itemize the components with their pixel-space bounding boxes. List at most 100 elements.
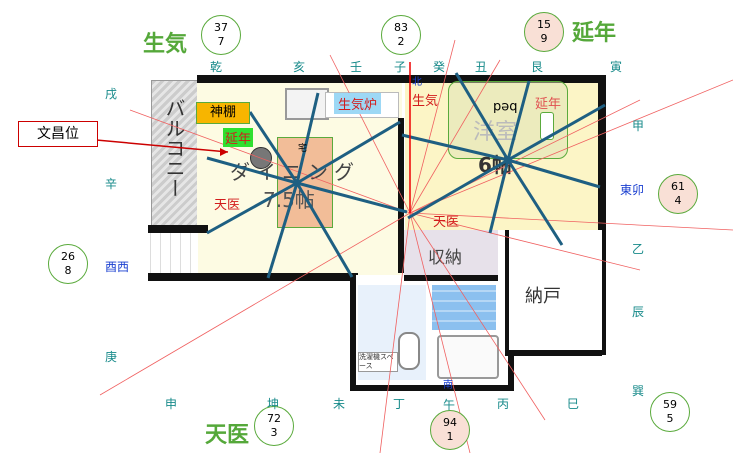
dir-xun: 巽 [632,384,645,398]
dir-kun: 坤 [267,397,280,411]
washer-label: 洗濯機スペース [358,352,398,372]
dir-ren: 壬 [350,60,363,74]
yannian-label: 延年 [572,20,617,46]
circle-top: 37 [214,21,228,34]
dir-yi: 乙 [632,242,645,256]
dir-si: 巳 [567,397,580,411]
dining-star-line [296,120,401,185]
room-star-line [506,80,531,161]
center-mark: 宅 [298,144,308,154]
balcony [151,80,199,230]
room-star-line [507,103,606,162]
sector-line [409,79,733,214]
dining-label: ダイニング [230,160,360,184]
sector-line [329,54,411,214]
shengqi-label: 生気 [143,31,188,57]
room-star-line [401,133,509,162]
sector-line [379,212,411,453]
dir-wu: 午 [443,398,456,412]
sector-line [409,39,456,214]
wall-top [197,75,605,83]
bathtub [437,335,499,379]
storage-room [404,230,498,281]
room-star-line [407,158,509,220]
dir-west: 酉西 [105,260,130,274]
dir-south: 南 [443,380,453,391]
dir-wei: 未 [333,397,346,411]
circle-top: 15 [537,18,551,31]
dining-star-line [295,92,320,184]
circle-top: 94 [443,416,457,429]
circle-top: 72 [267,412,281,425]
dir-shen: 申 [165,397,178,411]
tianyi-left-tag: 天医 [214,198,241,213]
closet-label: 納戸 [525,286,561,307]
sector-line [409,212,641,271]
sector-line [409,212,546,421]
room-star-line [507,158,601,189]
dining-star-line [295,182,354,278]
dir-xu: 戌 [105,87,118,101]
callout-box: 文昌位 [18,121,98,147]
dining-star-line [296,181,408,214]
dir-yin: 寅 [610,60,623,74]
dir-ding: 丁 [393,397,406,411]
room-star-line [488,159,510,234]
circle-bottom: 3 [270,426,278,439]
circle-bottom: 5 [666,412,674,425]
dir-chou: 丑 [475,60,488,74]
wall-left-bottom [148,225,208,233]
dir-zi: 子 [394,60,407,74]
dir-gen: 艮 [531,60,544,74]
circle-top: 61 [671,180,685,193]
dir-bing: 丙 [497,397,510,411]
dir-hai: 亥 [293,60,306,74]
room-star-line [506,159,564,246]
dining-star-line [206,156,298,185]
sector-line [99,212,411,396]
circle-bottom: 2 [397,35,405,48]
sink [285,88,329,120]
wall-bottom [148,273,358,281]
circle-bottom: 9 [540,32,548,45]
stove-tag: 生気炉 [334,93,382,114]
dir-jia: 甲 [632,119,645,133]
toilet [398,332,420,370]
dining-star-line [248,111,299,184]
yannian-green-tag: 延年 [223,128,254,147]
dining-star-line [266,182,299,279]
shrine-tag: 神棚 [196,102,250,124]
tianyi-label: 天医 [205,422,250,448]
dir-chen: 辰 [632,305,645,319]
dir-geng: 庚 [105,350,118,364]
circle-top: 83 [394,21,408,34]
circle-top: 26 [61,250,75,263]
arrow-head [220,148,228,156]
dir-east: 東卯 [620,183,645,197]
yannian-tag: 延年 [535,97,562,112]
circle-bottom: 4 [674,194,682,207]
tianyi-center-tag: 天医 [433,215,460,230]
dir-gui: 癸 [433,60,446,74]
dir-xin: 辛 [105,177,118,191]
dir-north: 北 [412,77,422,88]
sector-line [129,109,411,214]
sector-line [409,59,501,214]
wall-right [598,75,606,355]
sector-line [409,212,733,231]
shengqi-tag: 生気 [412,94,439,109]
entry-tiles [150,233,198,273]
circle-bottom: 1 [446,430,454,443]
circle-top: 59 [663,398,677,411]
room-star-line [454,72,510,161]
